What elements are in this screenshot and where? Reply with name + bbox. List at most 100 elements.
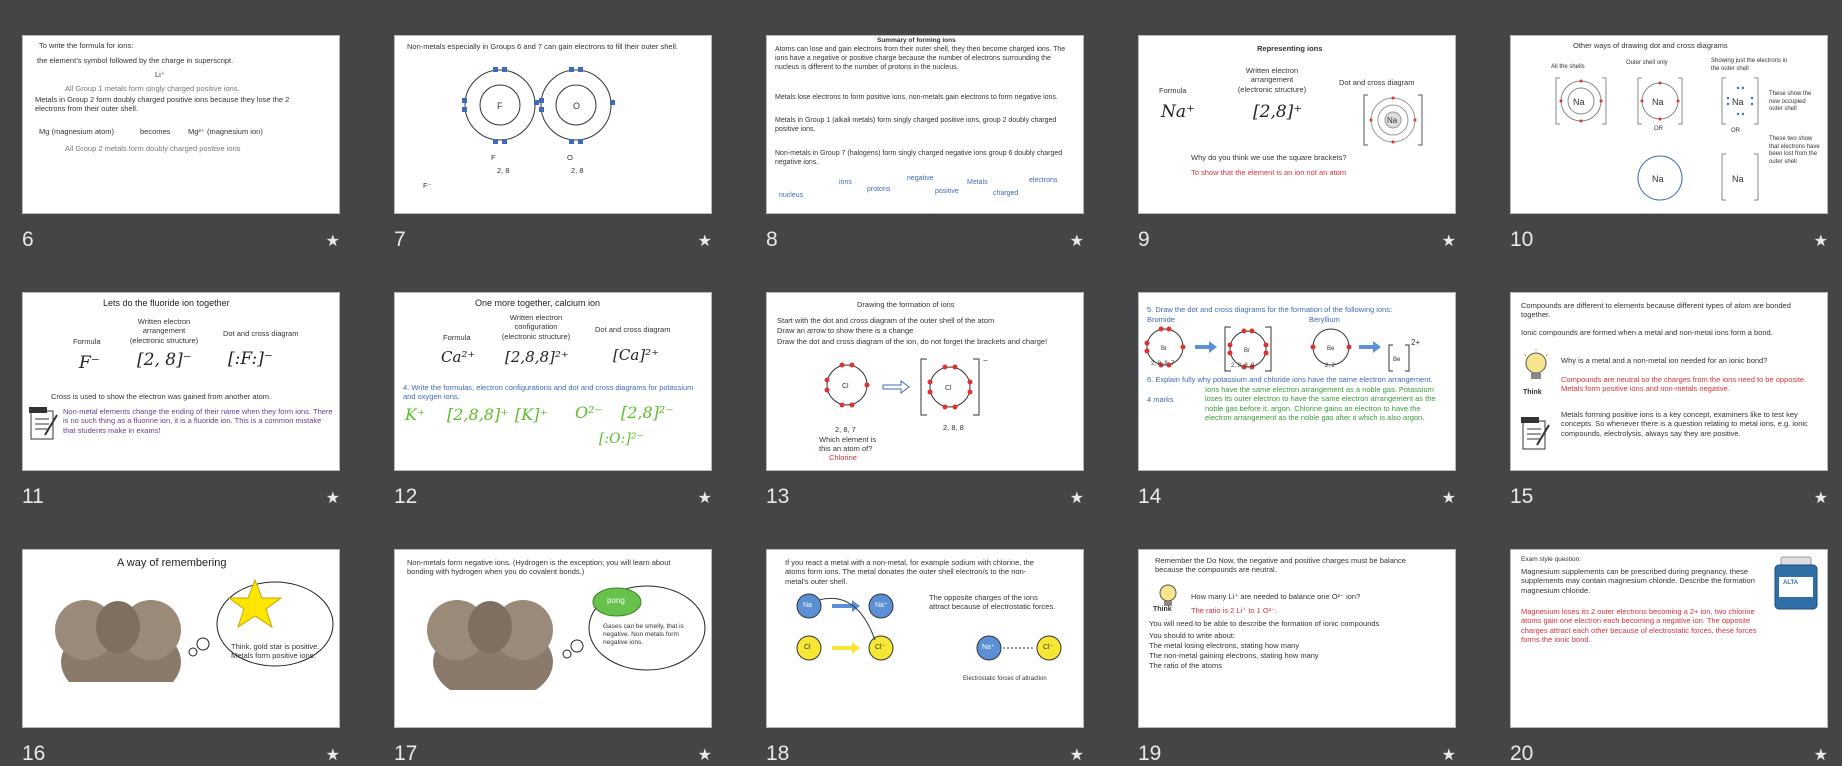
slide-transition-star-icon[interactable]: ★ [1069, 490, 1084, 507]
slide-note: These two show that electrons have been … [1769, 136, 1820, 165]
pong-label: pong [607, 596, 625, 605]
slide-transition-star-icon[interactable]: ★ [697, 233, 712, 250]
slide-17[interactable]: Non-metals form negative ions. (Hydrogen… [394, 549, 712, 728]
column-label: Showing just the electrons in the outer … [1711, 58, 1788, 72]
slide-transition-star-icon[interactable]: ★ [1441, 490, 1456, 507]
handwritten-formula: Na⁺ [1161, 102, 1195, 122]
slide-title: Representing ions [1257, 44, 1323, 53]
slide-transition-star-icon[interactable]: ★ [1069, 747, 1084, 764]
slide-transition-star-icon[interactable]: ★ [697, 747, 712, 764]
handwritten-dot-cross: [Ca]²⁺ [613, 346, 660, 364]
word-bank-item: nucleus [779, 192, 804, 199]
slide-text: Mg (magnesium atom) [39, 127, 115, 136]
slide-transition-star-icon[interactable]: ★ [1813, 233, 1828, 250]
slide-8[interactable]: Summary of forming ions Atoms can lose a… [766, 35, 1084, 214]
atom-label: Cl [804, 644, 811, 651]
column-label: Written electron arrangement (electronic… [129, 317, 199, 345]
slide-number: 11 [22, 485, 44, 508]
fluorine-oxygen-diagram-icon: F O [462, 67, 615, 144]
word-bank-item: electrons [1029, 177, 1058, 184]
slide-transition-star-icon[interactable]: ★ [1813, 747, 1828, 764]
slide-text: Non-metals especially in Groups 6 and 7 … [407, 42, 678, 51]
slide-text: Why do you think we use the square brack… [1191, 153, 1347, 162]
slide-text: O [567, 153, 573, 162]
handwritten-answer: K⁺ [405, 405, 426, 424]
slide-10[interactable]: Other ways of drawing dot and cross diag… [1510, 35, 1828, 214]
slide-7[interactable]: Non-metals especially in Groups 6 and 7 … [394, 35, 712, 214]
chlorine-formation-icon: Cl Cl − [824, 356, 988, 416]
slide-answer: To show that the element is an ion not a… [1191, 168, 1347, 177]
slide-13[interactable]: Drawing the formation of ions Start with… [766, 292, 1084, 471]
slide-number: 17 [394, 742, 418, 765]
thought-bubble-text: Think, gold star is positive. Metals for… [231, 642, 320, 661]
slide-text: All Group 2 metals form doubly charged p… [65, 144, 241, 153]
think-label: Think [1523, 389, 1542, 396]
slide-text: Ionic compounds are formed when a metal … [1521, 328, 1773, 337]
slide-title: Lets do the fluoride ion together [103, 298, 230, 308]
column-label: Dot and cross diagram [223, 329, 299, 338]
electron-arrangement: 2, 8, 8, 8 [1231, 363, 1255, 369]
slide-6[interactable]: To write the formula for ions: the eleme… [22, 35, 340, 214]
slide-transition-star-icon[interactable]: ★ [1441, 233, 1456, 250]
slide-title: One more together, calcium ion [475, 298, 601, 308]
slide-15[interactable]: Compounds are different to elements beca… [1510, 292, 1828, 471]
slide-title: A way of remembering [117, 557, 227, 569]
slide-answer: The ratio is 2 Li⁺ to 1 O²⁻. [1191, 606, 1278, 615]
svg-text:Na: Na [1652, 174, 1664, 184]
slide-question: Magnesium supplements can be prescribed … [1521, 567, 1755, 595]
slide-transition-star-icon[interactable]: ★ [697, 490, 712, 507]
slide-text: Non-metals in Group 7 (halogens) form si… [775, 150, 1063, 166]
slide-transition-star-icon[interactable]: ★ [325, 233, 340, 250]
slide-text: F⁻ [423, 181, 432, 190]
handwritten-answer: [2,8]²⁻ [621, 403, 674, 422]
handwritten-dot-cross: [:F:]⁻ [228, 349, 273, 369]
slide-number: 15 [1510, 485, 1534, 508]
slide-12[interactable]: One more together, calcium ion Formula W… [394, 292, 712, 471]
column-label: Outer shell only [1626, 60, 1668, 66]
word-bank-item: protons [867, 186, 891, 193]
slide-title: Other ways of drawing dot and cross diag… [1573, 41, 1728, 50]
slide-14[interactable]: 5. Draw the dot and cross diagrams for t… [1138, 292, 1456, 471]
sodium-ion-diagram-icon: Na [1363, 94, 1423, 146]
slide-9[interactable]: Representing ions Formula Written electr… [1138, 35, 1456, 214]
handwritten-arrangement: [2,8,8]²⁺ [505, 348, 569, 366]
bromide-beryllium-diagram-icon: Br Br Be Be 2+ [1144, 326, 1420, 372]
slide-text: All Group 1 metals form singly charged p… [65, 84, 240, 93]
slide-text: Compounds are different to elements beca… [1521, 301, 1791, 320]
lightbulb-think-icon [1523, 349, 1549, 379]
slide-19[interactable]: Remember the Do Now, the negative and po… [1138, 549, 1456, 728]
column-label: All the shells [1551, 64, 1585, 70]
slide-11[interactable]: Lets do the fluoride ion together Formul… [22, 292, 340, 471]
slide-text: Bromide [1147, 315, 1175, 324]
handwritten-arrangement: [2, 8]⁻ [137, 350, 192, 370]
column-label: Dot and cross diagram [1339, 78, 1415, 87]
slide-transition-star-icon[interactable]: ★ [325, 747, 340, 764]
slide-transition-star-icon[interactable]: ★ [1069, 233, 1084, 250]
exam-tip-notepad-icon [1521, 417, 1550, 450]
slide-text: OR [1731, 128, 1740, 134]
slide-number: 20 [1510, 742, 1534, 765]
slide-number: 13 [766, 485, 790, 508]
slide-text: 2, 8 [571, 166, 584, 175]
word-bank-item: Metals [967, 179, 988, 186]
word-bank-item: negative [907, 175, 934, 182]
slide-label: Exam style question: [1521, 556, 1581, 563]
slide-18[interactable]: If you react a metal with a non-metal, f… [766, 549, 1084, 728]
svg-text:Na: Na [1387, 116, 1398, 125]
handwritten-arrangement: [2,8]⁺ [1253, 102, 1303, 122]
svg-text:−: − [983, 356, 988, 365]
slide-number: 14 [1138, 485, 1162, 508]
slide-transition-star-icon[interactable]: ★ [1441, 747, 1456, 764]
slide-20[interactable]: Exam style question: Magnesium supplemen… [1510, 549, 1828, 728]
slide-answer: Chlorine [829, 453, 857, 462]
ion-label: Cl⁻ [875, 644, 886, 651]
task-text: 4. Write the formulas, electron configur… [403, 383, 694, 402]
slide-transition-star-icon[interactable]: ★ [1813, 490, 1828, 507]
slide-number: 18 [766, 742, 790, 765]
slide-16[interactable]: A way of remembering Think, gold star is… [22, 549, 340, 728]
slide-text: Li⁺ [155, 70, 165, 79]
slide-title: Summary of forming ions [877, 37, 956, 44]
slide-transition-star-icon[interactable]: ★ [325, 490, 340, 507]
slide-sorter-grid: To write the formula for ions: the eleme… [22, 35, 1828, 765]
